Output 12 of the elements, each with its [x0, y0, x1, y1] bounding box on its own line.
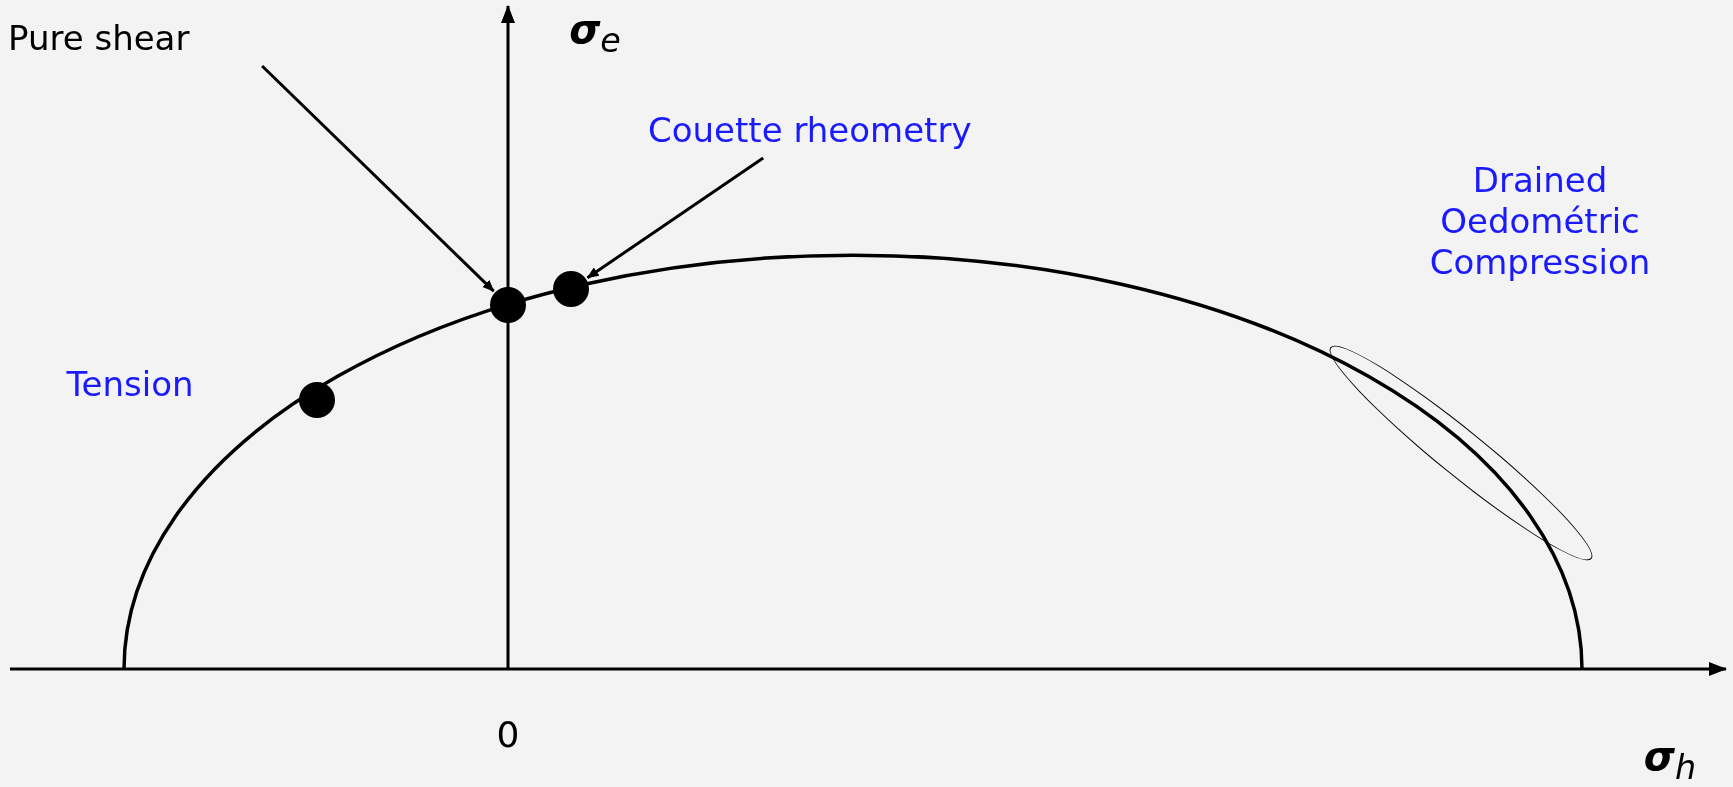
region-label: Tension — [65, 364, 195, 405]
leader-arrow — [586, 156, 765, 279]
callout-text: Couette rheometry — [648, 110, 972, 151]
origin-label: 0 — [495, 713, 521, 757]
point-dot — [553, 271, 589, 307]
axis-label: σ$_{h}$ — [1642, 732, 1698, 787]
region-label: Drained Oedométric Compression — [1428, 160, 1652, 283]
callout-text: Pure shear — [8, 18, 190, 59]
leader-arrow — [261, 64, 495, 293]
point-dot — [299, 382, 335, 418]
axis-label: σ$_{e}$ — [568, 5, 622, 61]
point-dot — [490, 287, 526, 323]
